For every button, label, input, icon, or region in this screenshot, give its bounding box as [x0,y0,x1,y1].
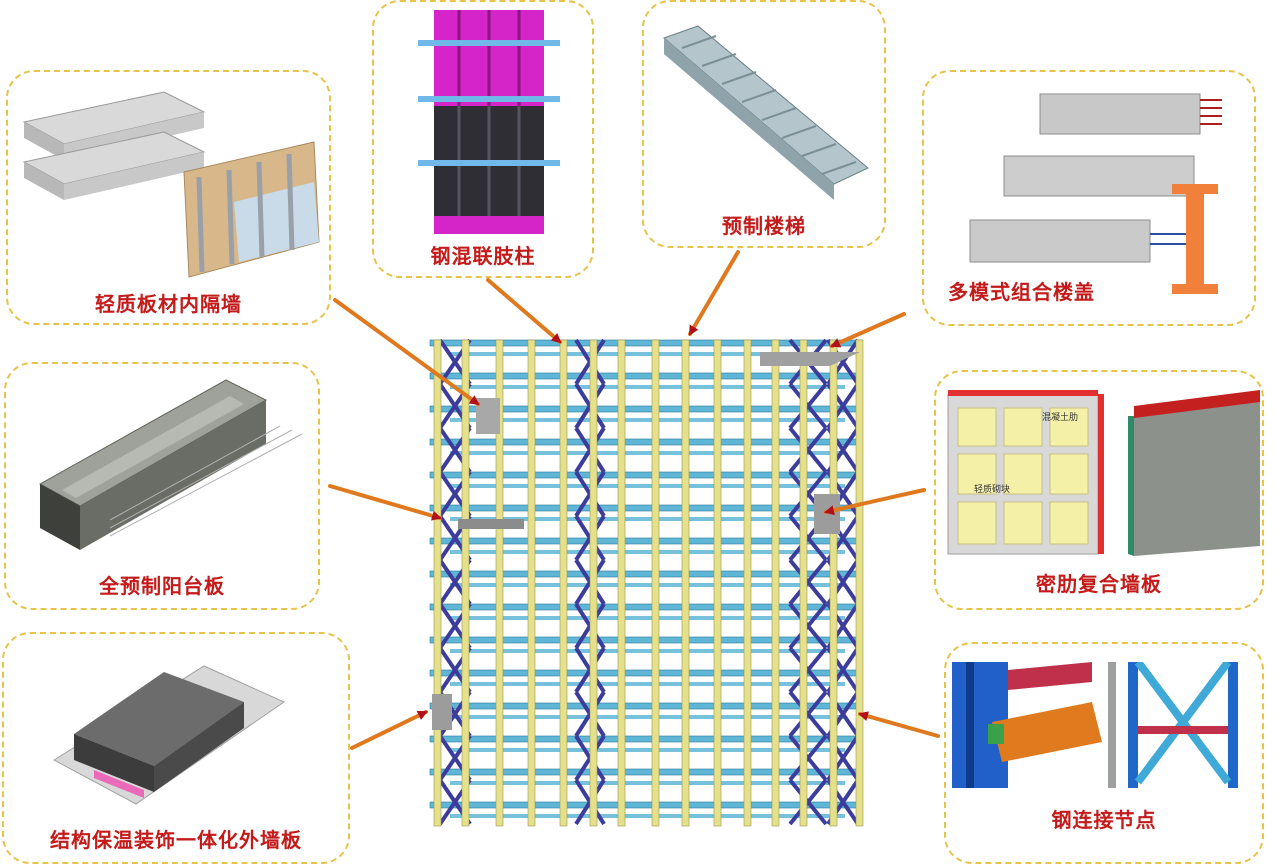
building-column [713,339,722,827]
ribbed-wall-panel: 混凝土肋 轻质砌块 密肋复合墙板 [934,370,1264,610]
partition-wall-illustration [22,91,320,278]
composite-floor-illustration [969,93,1222,294]
floor-beam-secondary [450,814,845,818]
floor-beam-secondary [450,418,845,422]
cross-brace [788,470,828,518]
floor-beam-secondary [450,352,845,356]
building-column [433,339,442,827]
steel-joint-panel: 钢连接节点 [944,642,1264,864]
precast-stair-panel: 预制楼梯 [642,0,886,248]
steel-joint-label: 钢连接节点 [1051,808,1157,832]
precast-balcony-illustration [38,379,303,550]
floor-beam-secondary [450,484,845,488]
building-column [461,339,470,827]
ribbed-wall-illustration [947,390,1260,556]
precast-balcony-panel: 全预制阳台板 [4,362,320,610]
building-column [495,339,504,827]
cross-brace [788,734,828,782]
floor-beam-secondary [450,682,845,686]
precast-stair-label: 预制楼梯 [722,214,806,238]
floor-beam-secondary [450,715,845,719]
composite-column-panel: 钢混联肢柱 [372,0,594,278]
building-column [799,339,808,827]
composite-column-label: 钢混联肢柱 [430,244,536,268]
pointer-arrow [824,488,926,516]
pointer-arrow [858,711,940,738]
light-block-annotation: 轻质砌块 [974,485,1011,495]
composite-floor-panel: 多模式组合楼盖 [922,70,1256,326]
cross-brace [788,558,828,606]
building-column [651,339,660,827]
cross-brace [788,602,828,650]
cross-brace [788,646,828,694]
balcony-in-frame [458,519,524,529]
concrete-rib-annotation: 混凝土肋 [1042,413,1079,423]
building-column [589,339,598,827]
partition-wall-label: 轻质板材内隔墙 [95,292,242,316]
floor-beam-secondary [450,781,845,785]
pointer-arrow [830,312,906,348]
pointer-arrow [350,710,428,750]
cross-brace [788,426,828,474]
building-column [617,339,626,827]
exterior-wall-in-frame [432,694,452,730]
composite-floor-label: 多模式组合楼盖 [948,280,1095,304]
floor-slab-in-frame [760,352,860,366]
floor-beam-secondary [450,385,845,389]
cross-brace [788,382,828,430]
building-column [743,339,752,827]
floor-beam-secondary [450,451,845,455]
precast-balcony-label: 全预制阳台板 [99,574,225,598]
pointer-arrow [333,298,480,406]
partition-wall-panel: 轻质板材内隔墙 [6,70,331,325]
cross-brace [788,690,828,738]
composite-column-illustration [418,10,560,234]
ribbed-wall-label: 密肋复合墙板 [1036,572,1162,596]
cross-brace [788,778,828,826]
exterior-wall-label: 结构保温装饰一体化外墙板 [50,828,302,852]
building-column [855,339,864,827]
building-column [771,339,780,827]
steel-joint-illustration [952,662,1238,788]
floor-beam-secondary [450,748,845,752]
pointer-arrow [328,484,442,521]
floor-beam-secondary [450,649,845,653]
floor-beam-secondary [450,550,845,554]
pointer-arrow [688,250,740,336]
building-column [527,339,536,827]
exterior-wall-illustration [53,665,286,805]
exterior-wall-panel: 结构保温装饰一体化外墙板 [2,632,350,864]
floor-beam-secondary [450,616,845,620]
building-column [681,339,690,827]
precast-stair-illustration [663,25,869,200]
floor-beam-secondary [450,583,845,587]
pointer-arrow [486,278,562,344]
floor-beam-secondary [450,517,845,521]
building-column [559,339,568,827]
